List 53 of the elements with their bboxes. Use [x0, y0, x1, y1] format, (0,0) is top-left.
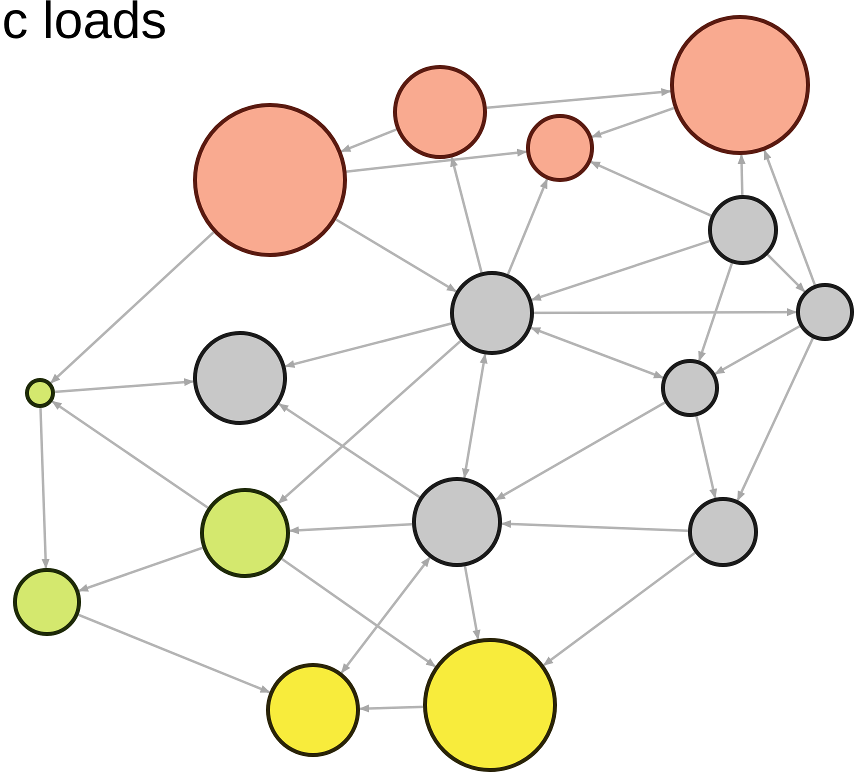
arrow: [698, 262, 734, 362]
arrow: [543, 552, 696, 666]
arrow: [462, 353, 488, 479]
network-node: [193, 103, 347, 257]
arrow: [78, 546, 203, 592]
arrow: [736, 338, 814, 502]
network-node: [393, 65, 487, 159]
network-node: [266, 663, 360, 757]
arrow: [714, 325, 800, 375]
network-node: [526, 114, 594, 182]
arrow: [590, 160, 712, 217]
arrow: [284, 322, 452, 368]
arrow: [359, 704, 424, 712]
arrow: [288, 523, 412, 534]
network-node: [450, 271, 534, 355]
network-node: [423, 638, 557, 772]
network-node: [200, 488, 290, 578]
network-node: [193, 331, 287, 425]
arrow: [506, 178, 548, 275]
arrow: [501, 520, 688, 532]
network-node: [661, 359, 719, 417]
network-node: [25, 378, 55, 408]
arrow: [530, 326, 664, 379]
arrow: [54, 378, 194, 394]
network-node: [708, 195, 778, 265]
arrow: [695, 416, 718, 499]
arrow: [340, 128, 397, 153]
arrow: [335, 218, 457, 292]
arrow: [763, 150, 816, 286]
arrow: [450, 156, 483, 273]
arrow: [486, 88, 672, 110]
arrow: [530, 240, 710, 301]
network-node: [688, 497, 758, 567]
arrow: [278, 402, 420, 498]
arrow: [281, 558, 436, 668]
network-node: [13, 568, 81, 636]
network-node: [412, 477, 502, 567]
arrow: [50, 231, 214, 384]
arrow: [39, 408, 50, 569]
arrow: [495, 401, 666, 501]
arrow: [738, 154, 746, 196]
arrow: [340, 556, 431, 674]
arrow: [534, 308, 797, 316]
arrow: [464, 566, 480, 640]
arrow: [78, 614, 270, 694]
arrow: [346, 148, 528, 173]
network-node: [796, 283, 854, 341]
arrow: [591, 106, 674, 138]
title: c loads: [2, 0, 167, 52]
network-node: [670, 15, 810, 155]
arrow: [278, 340, 462, 504]
arrow: [766, 254, 806, 292]
arrow: [52, 400, 208, 509]
